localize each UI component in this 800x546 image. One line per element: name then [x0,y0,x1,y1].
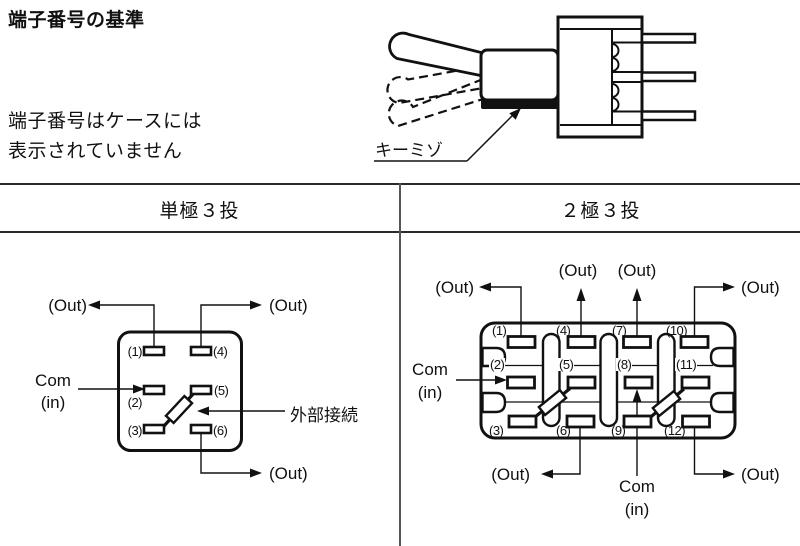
dp3t-pin-label-1: (1) [492,323,507,338]
dp3t-com-left-label: Com [412,360,448,379]
dp3t-out-top-left: (Out) [435,278,474,297]
dp3t-terminals [506,335,711,429]
dp3t-pin-label-11: (11) [675,357,698,372]
dp3t-pin-label-9: (9) [611,423,626,438]
dp3t-pin-label-2: (2) [489,357,506,372]
switch-lever-group [386,31,485,128]
sp3t-pin-label-1: (1) [127,344,143,359]
sp3t-terminals [142,345,213,435]
sp3t-pin-label-3: (3) [127,423,143,438]
dp3t-leader-lines [456,286,723,476]
dp3t-out-top-mid1: (Out) [558,261,598,280]
dp3t-pin-label-7: (7) [612,323,627,338]
page-title: 端子番号の基準 [8,10,145,31]
dp3t-arrowheads [479,282,735,479]
sp3t-pin-label-2: (2) [127,395,143,410]
sp3t-leader-lines [78,304,285,474]
dp3t-in-bottom-label: (in) [624,500,650,519]
dp3t-pin-label-5: (5) [558,357,575,372]
sp3t-external-connection-label: 外部接続 [290,406,358,425]
dp3t-out-top-mid2: (Out) [617,261,657,280]
dp3t-out-bottom-left: (Out) [491,465,530,484]
sp3t-in-label: (in) [40,393,66,412]
dp3t-pin-label-8: (8) [616,357,633,372]
header-dp3t: ２極３投 [560,201,641,222]
lever-dashed-middle [386,64,484,105]
table-column-divider [399,183,401,546]
key-groove-leader [374,108,521,162]
key-groove-label: キーミゾ [375,141,443,160]
header-sp3t: 単極３投 [159,201,240,222]
key-groove-band [481,99,558,109]
sp3t-jumper [162,391,196,428]
sp3t-terminal-diagram [78,300,285,478]
dp3t-out-bottom-right: (Out) [741,465,780,484]
sp3t-out-bottom: (Out) [269,464,308,483]
dp3t-edge-brackets [481,346,735,414]
toggle-switch-illustration [374,15,697,162]
sp3t-arrowheads [88,300,262,478]
note-line-2: 表示されていません [8,141,183,162]
dp3t-jumper-left [533,387,572,419]
note-line-1: 端子番号はケースには [8,111,203,132]
sp3t-pin-label-4: (4) [213,344,228,359]
lever-solid [388,31,485,78]
switch-body-detail [560,28,642,126]
dp3t-pin-label-3: (3) [489,423,504,438]
dp3t-pin-label-6: (6) [556,423,571,438]
switch-bushing [479,48,560,102]
sp3t-pin-label-5: (5) [214,383,229,398]
dp3t-pin-label-4: (4) [556,323,571,338]
sp3t-pin-label-6: (6) [213,423,228,438]
sp3t-out-top-right: (Out) [269,296,308,315]
dp3t-pin-label-12: (12) [664,423,686,438]
sp3t-body [117,330,243,452]
dp3t-terminal-diagram [456,282,737,479]
key-groove-arrowhead [509,108,521,120]
switch-body [556,15,644,139]
dp3t-in-left-label: (in) [417,383,443,402]
sp3t-out-top-left: (Out) [48,296,87,315]
dp3t-pin-label-10: (10) [666,323,688,338]
sp3t-com-label: Com [35,371,71,390]
switch-terminals [640,32,697,122]
dp3t-jumper-right [648,387,686,420]
lever-dashed-down [387,77,484,128]
dp3t-out-top-right: (Out) [741,278,780,297]
dp3t-com-bottom-label: Com [619,477,655,496]
